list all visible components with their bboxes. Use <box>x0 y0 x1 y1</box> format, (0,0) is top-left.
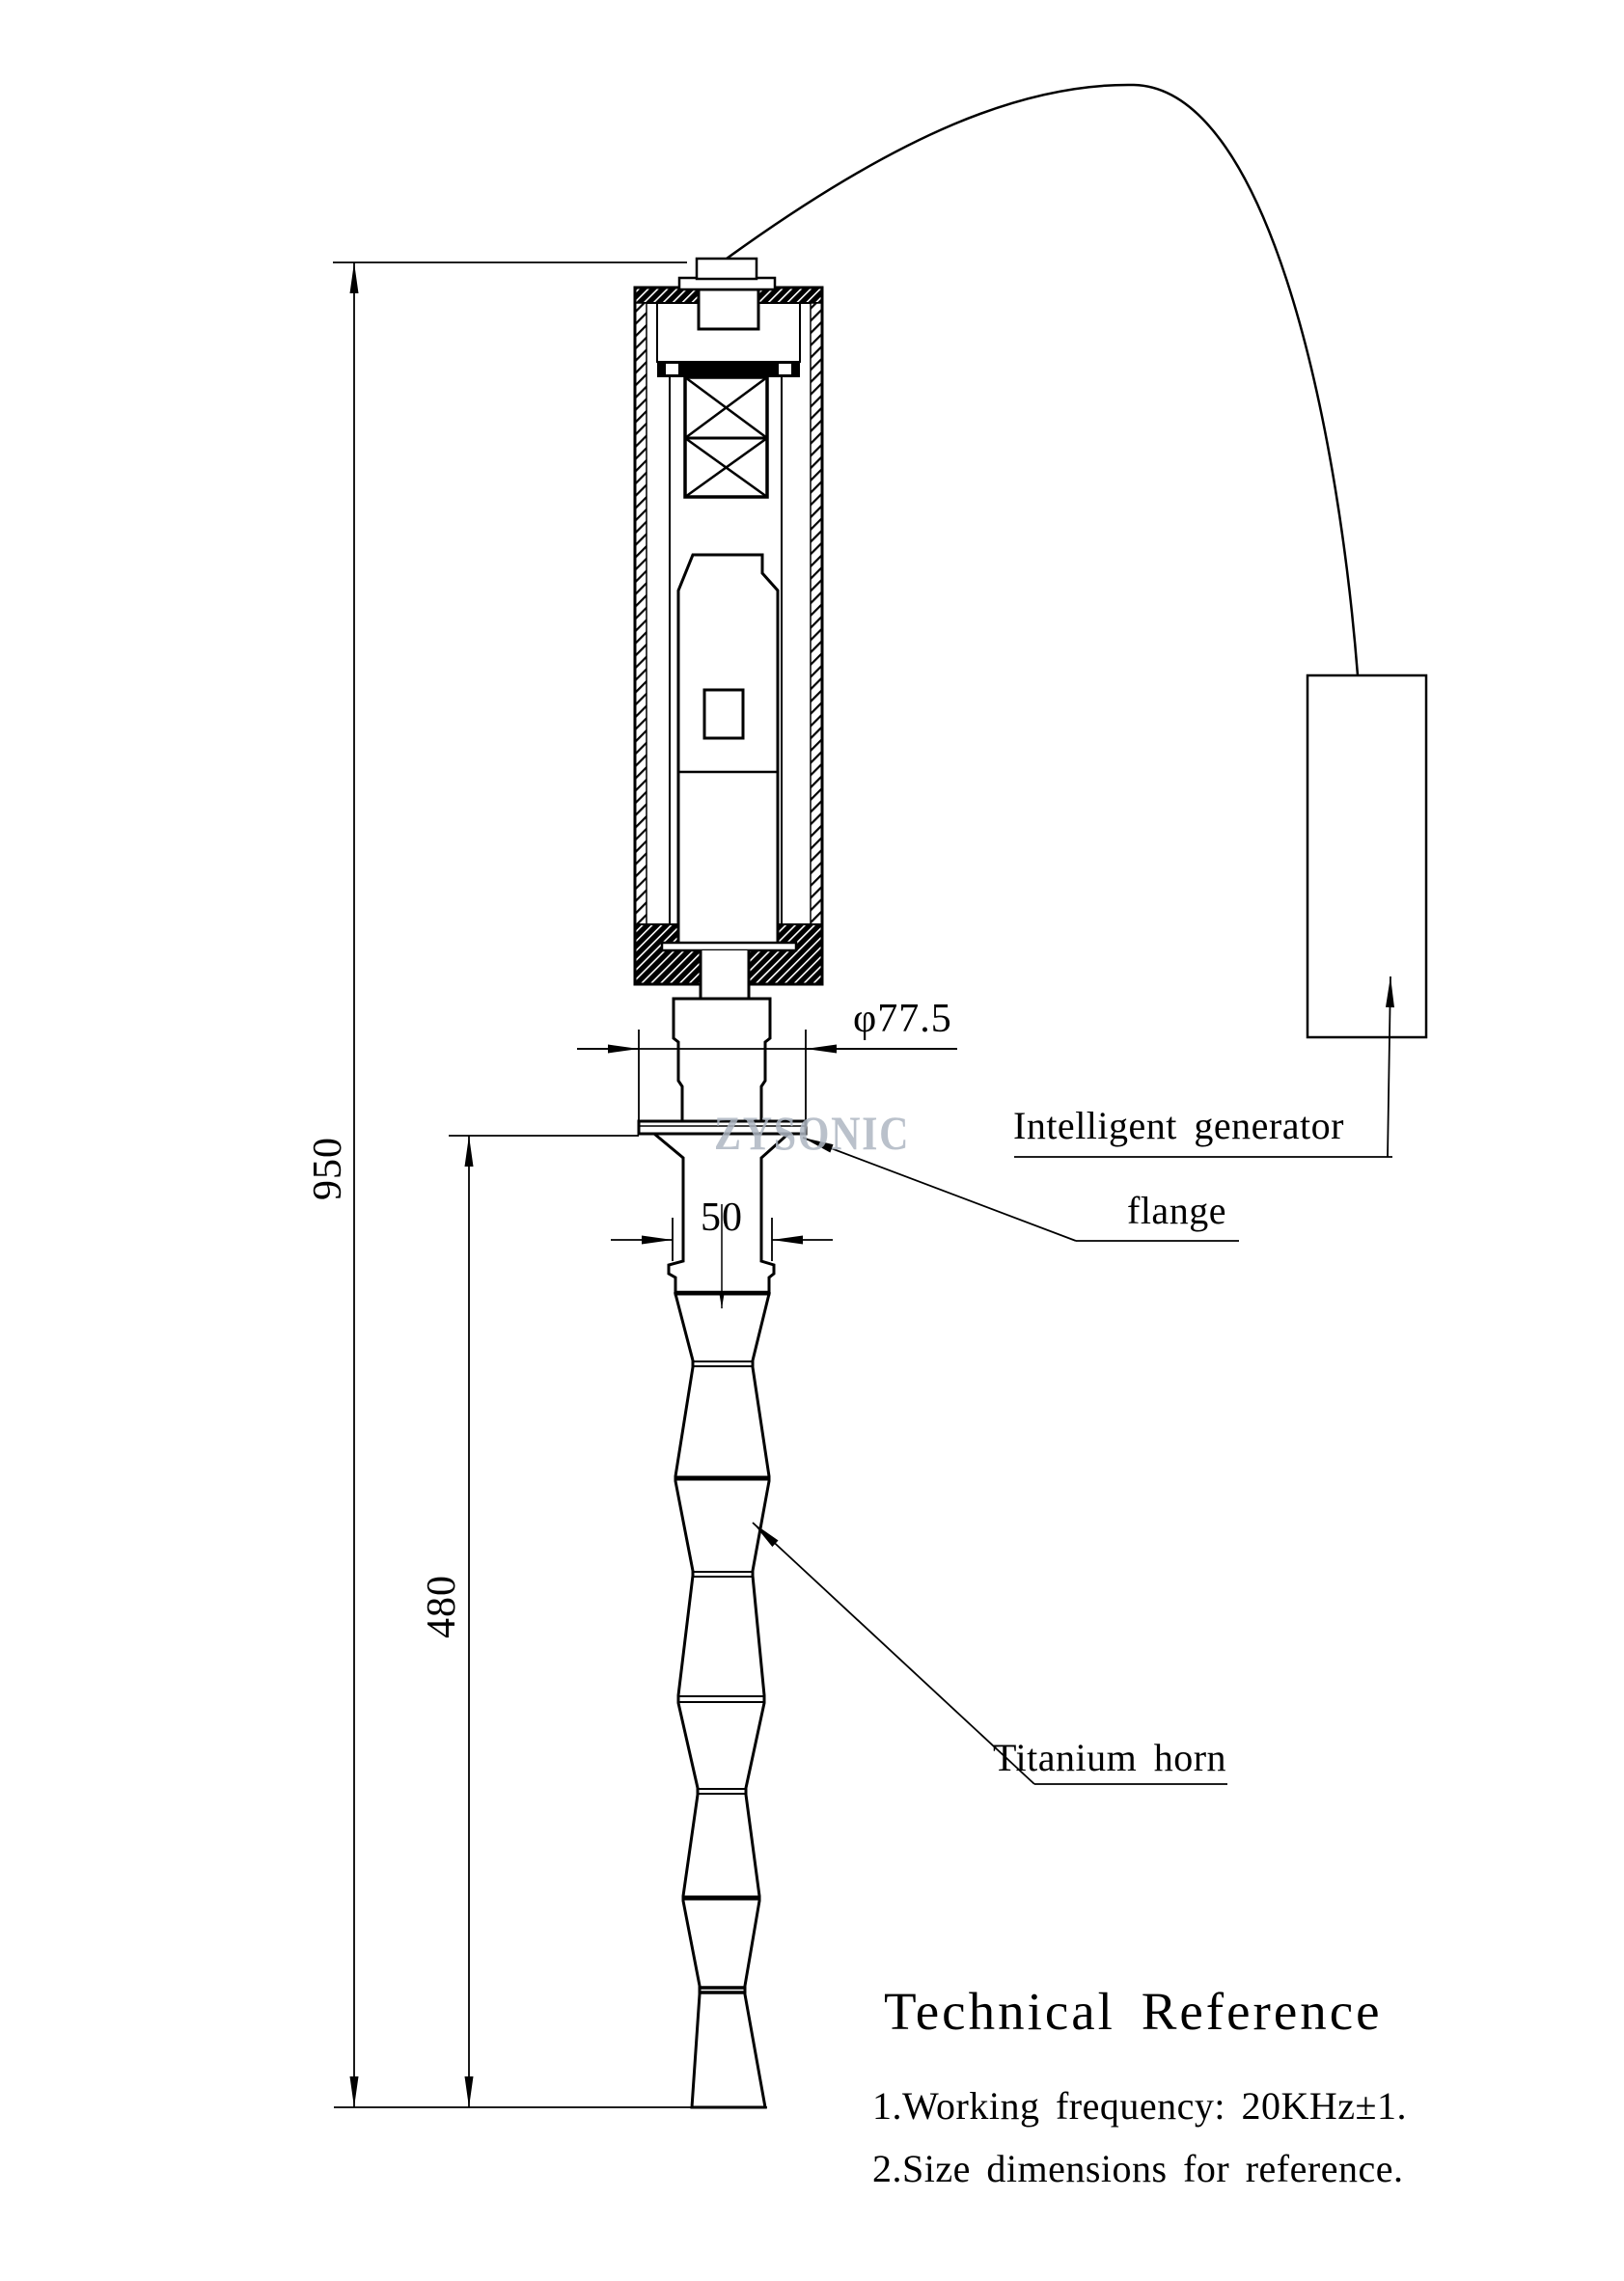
dimension-text-50: 50 <box>701 1195 743 1240</box>
dimension-480 <box>449 1135 639 2107</box>
stem <box>699 950 751 999</box>
driver-slot <box>702 688 745 740</box>
watermark: ZYSONIC <box>714 1106 911 1160</box>
housing-right-wall <box>810 302 823 925</box>
piezo-stack <box>683 375 769 499</box>
front-driver <box>676 553 780 946</box>
horn-joint-lines <box>675 1290 769 1994</box>
booster-upper <box>672 997 772 1123</box>
tech-reference-item-1: 1.Working frequency: 20KHz±1. <box>872 2084 1407 2128</box>
cable <box>726 83 1360 676</box>
horn-leader <box>752 1522 1227 1785</box>
horn-label: Titanium horn <box>993 1736 1227 1779</box>
dimension-flange-diameter <box>577 1030 957 1131</box>
cable-connector <box>677 257 777 331</box>
transducer-housing <box>633 257 824 999</box>
horn-profile <box>674 1292 771 2109</box>
bolt-hole-right <box>779 364 791 374</box>
housing-left-wall <box>634 302 647 925</box>
dimension-text-480: 480 <box>419 1575 464 1638</box>
generator-box <box>1306 673 1428 1039</box>
flange-leader <box>802 1137 1239 1242</box>
dimension-50 <box>611 1204 833 1308</box>
connector-block <box>697 288 760 331</box>
clamp-plate <box>660 941 798 952</box>
bolt-hole-left <box>666 364 678 374</box>
dimension-text-flange-diameter: φ77.5 <box>853 997 952 1041</box>
clamp-band <box>657 361 800 377</box>
flange-label: flange <box>1127 1189 1226 1232</box>
connector-top <box>695 257 758 281</box>
generator-leader <box>1014 976 1394 1158</box>
titanium-horn <box>674 1290 771 2109</box>
tech-reference-title: Technical Reference <box>884 1982 1383 2041</box>
tech-reference-item-2: 2.Size dimensions for reference. <box>872 2147 1404 2190</box>
dimension-text-950: 950 <box>305 1137 350 1200</box>
generator-label: Intelligent generator <box>1013 1104 1344 1147</box>
